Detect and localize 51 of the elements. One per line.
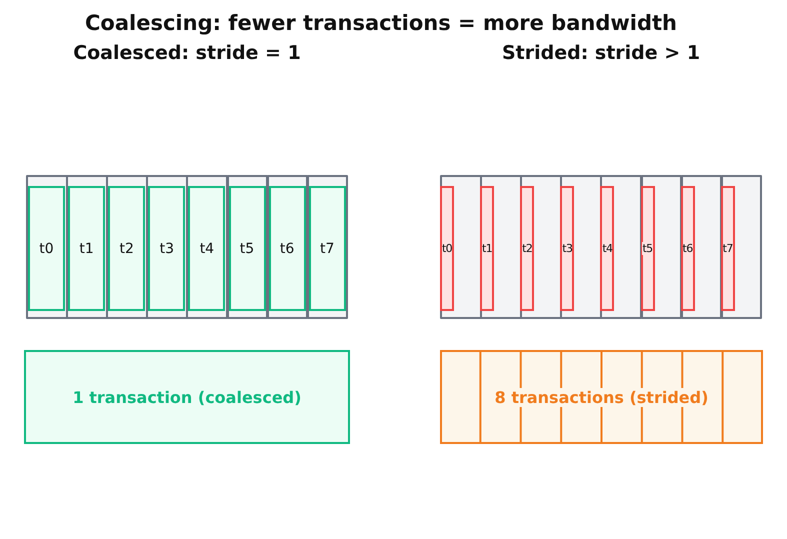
thread-box	[680, 186, 695, 311]
memory-cell	[266, 175, 308, 319]
thread-box	[560, 186, 574, 311]
memory-cell	[146, 175, 188, 319]
thread-box	[440, 186, 454, 311]
thread-box	[720, 186, 735, 311]
transaction-label: 8 transactions (strided)	[494, 388, 708, 406]
thread-box	[640, 186, 654, 311]
thread-box	[228, 186, 266, 311]
thread-label: t0	[442, 242, 452, 255]
transaction-box	[24, 350, 350, 444]
thread-box	[28, 186, 65, 311]
thread-label: t6	[280, 240, 294, 256]
thread-label: t2	[522, 242, 532, 255]
thread-box	[108, 186, 146, 311]
memory-cell	[480, 175, 522, 319]
thread-label: t3	[160, 240, 174, 256]
thread-label: t5	[642, 242, 653, 255]
memory-cell	[106, 175, 148, 319]
thread-box	[520, 186, 534, 311]
thread-label: t4	[200, 240, 214, 256]
thread-label: t5	[240, 240, 254, 256]
thread-box	[268, 186, 306, 311]
thread-box	[308, 186, 346, 311]
memory-cell	[306, 175, 348, 319]
memory-cell	[186, 175, 228, 319]
memory-cell	[440, 175, 482, 319]
diagram-title: Coalescing: fewer transactions = more bandwidth	[84, 11, 678, 35]
memory-cell	[600, 175, 642, 319]
panel-subtitle: Coalesced: stride = 1	[72, 42, 302, 64]
transaction-box	[440, 350, 763, 444]
memory-cell	[26, 175, 68, 319]
thread-label: t2	[119, 240, 134, 256]
transaction-label: 1 transaction (coalesced)	[72, 388, 302, 406]
memory-cell	[680, 175, 722, 319]
memory-cell	[640, 175, 682, 319]
thread-box	[148, 186, 186, 311]
thread-box	[600, 186, 614, 311]
memory-cell	[720, 175, 762, 319]
memory-cell	[66, 175, 108, 319]
thread-label: t0	[39, 240, 54, 256]
thread-label: t7	[320, 240, 334, 256]
thread-label: t1	[79, 240, 94, 256]
thread-box	[188, 186, 226, 311]
thread-box	[480, 186, 494, 311]
memory-cell	[560, 175, 602, 319]
memory-cell	[520, 175, 562, 319]
thread-label: t1	[482, 242, 492, 255]
memory-cell	[226, 175, 268, 319]
thread-box	[68, 186, 106, 311]
panel-subtitle: Strided: stride > 1	[500, 42, 702, 64]
